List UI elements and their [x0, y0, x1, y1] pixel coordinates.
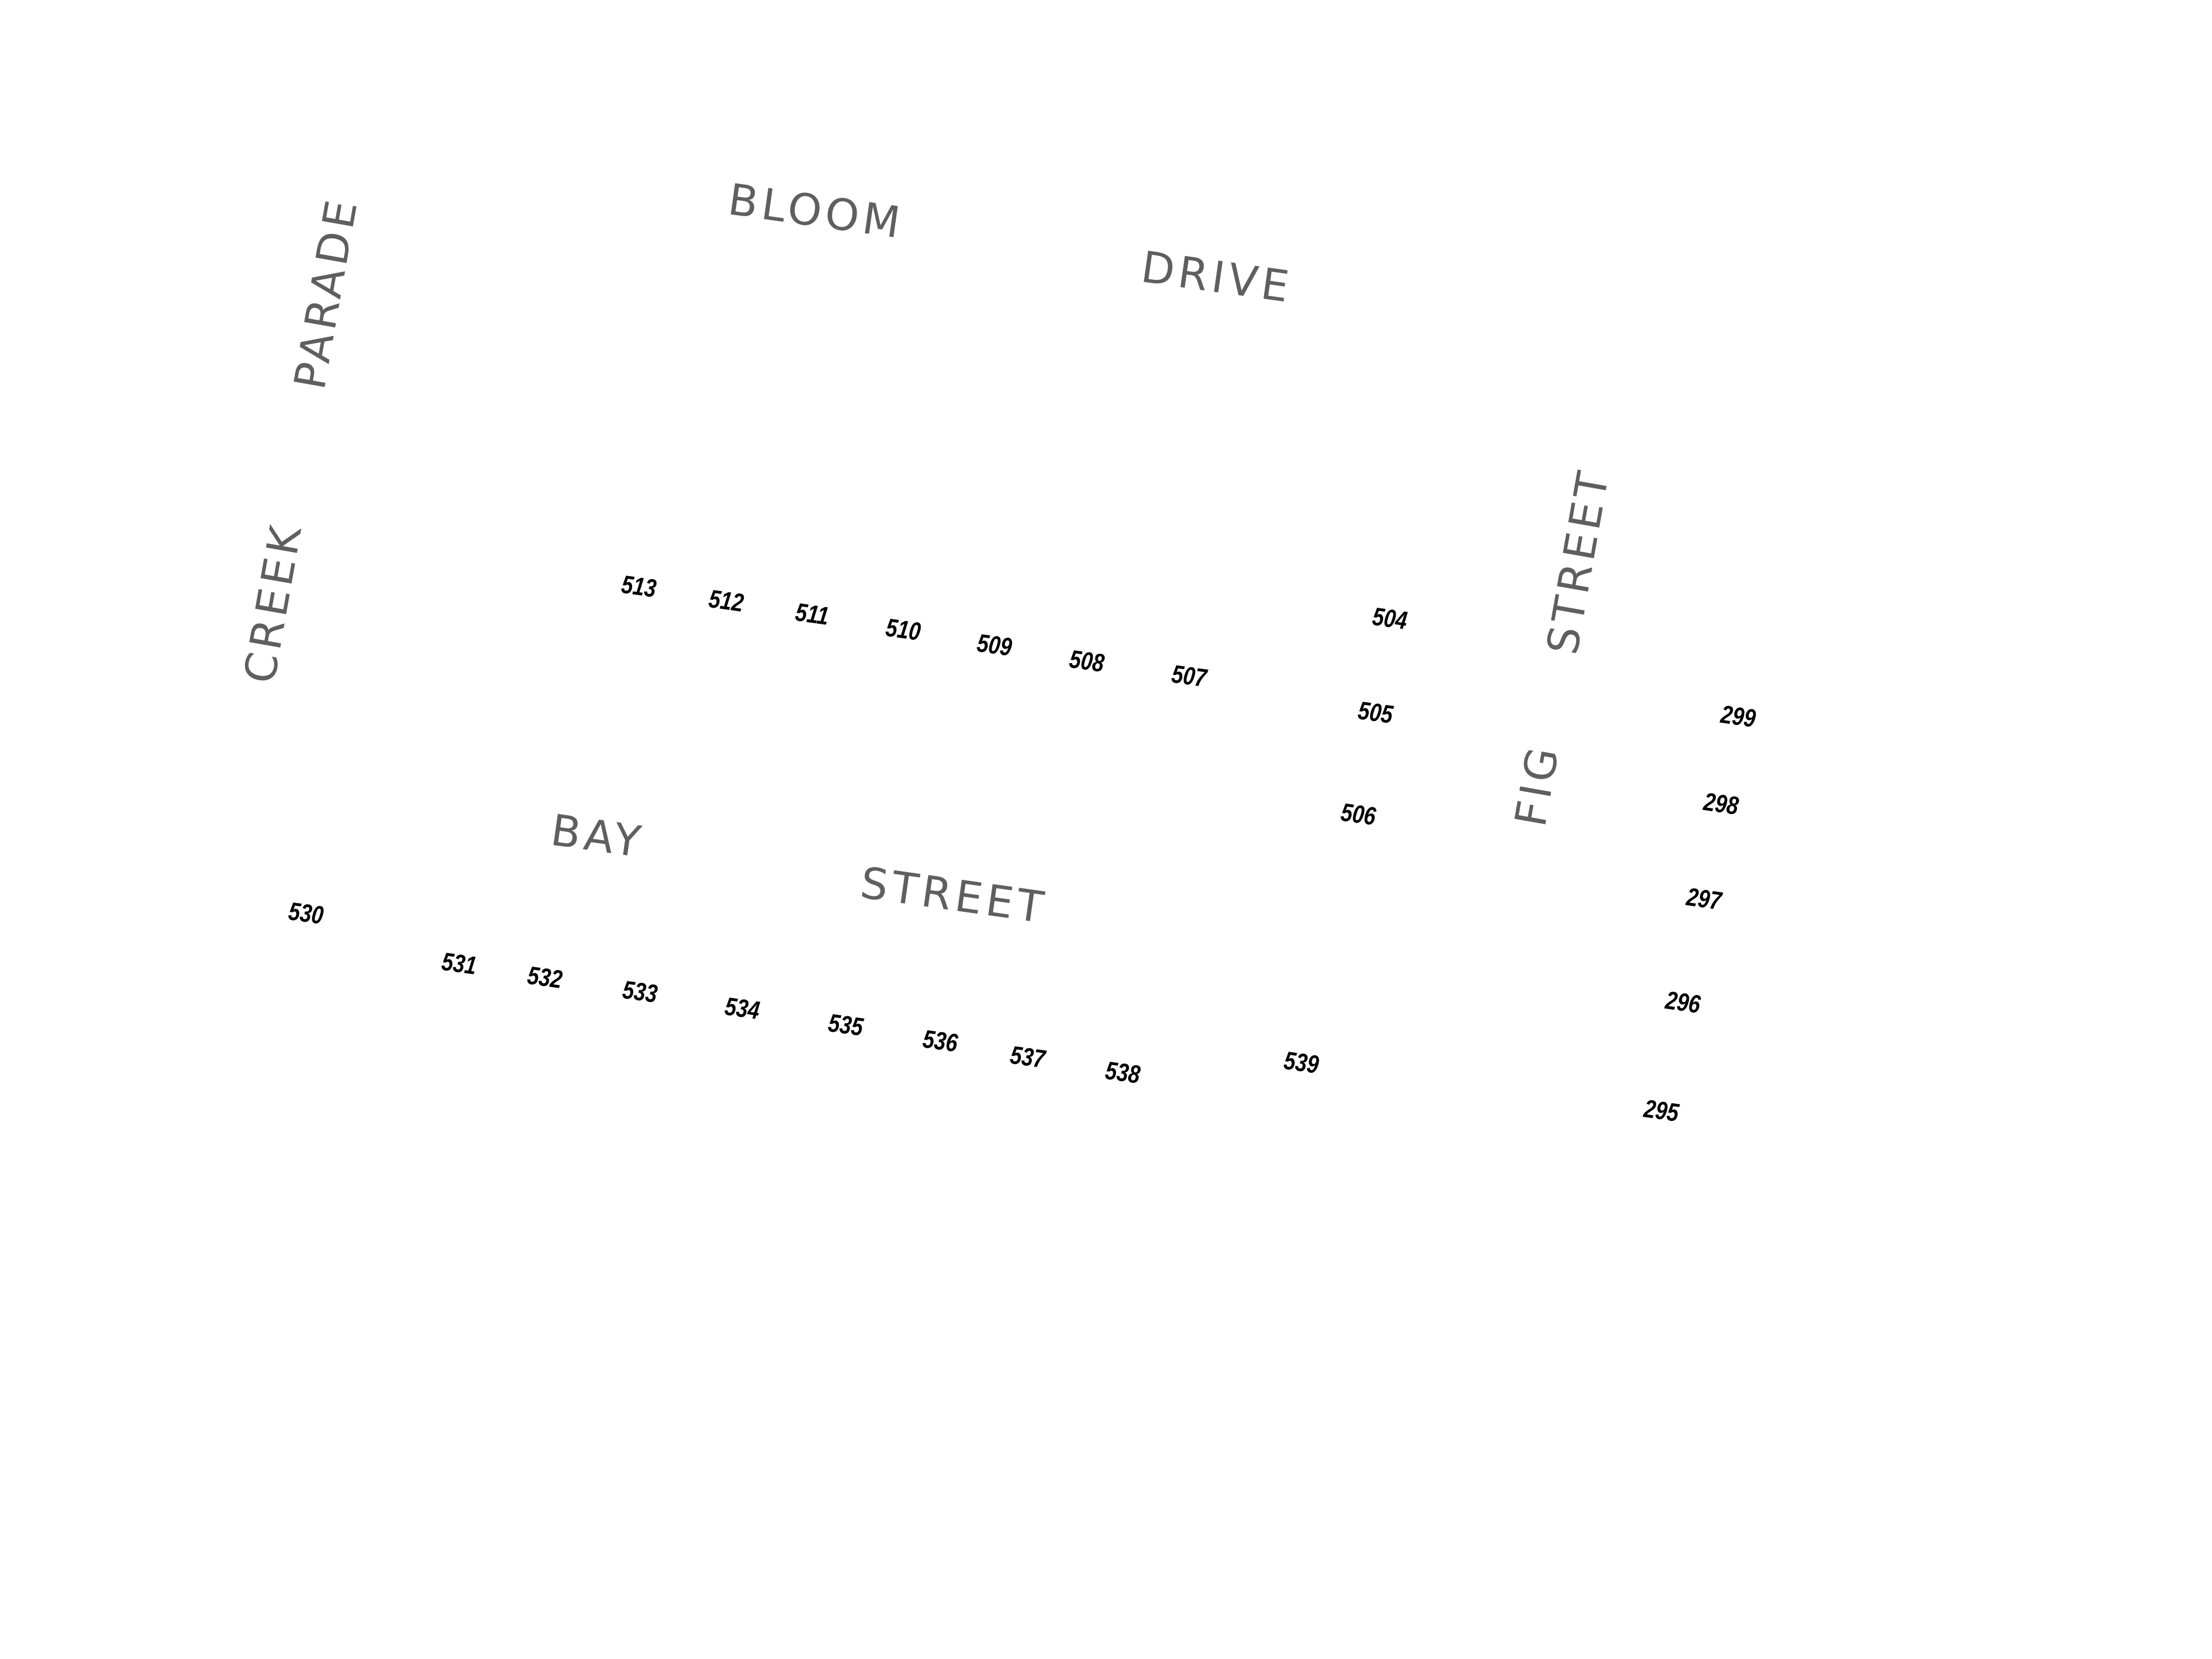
lot-number: 512: [707, 583, 745, 618]
lot-number: 510: [884, 612, 922, 646]
lot-number: 511: [793, 597, 831, 630]
street-label-bay-street: STREET: [857, 858, 1051, 934]
lot-number: 535: [826, 1008, 865, 1042]
lot-number: 534: [723, 991, 761, 1025]
lot-number: 538: [1103, 1055, 1142, 1089]
lot-number: 509: [975, 628, 1014, 662]
lot-number: 505: [1356, 695, 1395, 729]
street-label-parade: PARADE: [285, 193, 368, 393]
street-label-drive: DRIVE: [1138, 242, 1296, 313]
lot-number: 295: [1642, 1093, 1681, 1128]
street-label-bay: BAY: [547, 805, 648, 868]
lot-number: 537: [1008, 1040, 1047, 1074]
lot-number: 507: [1170, 659, 1208, 693]
lot-number: 508: [1067, 644, 1106, 678]
lot-number: 531: [440, 946, 478, 980]
lot-number: 297: [1684, 881, 1723, 916]
street-label-fig: FIG: [1505, 740, 1569, 831]
street-label-creek: CREEK: [234, 518, 312, 687]
lot-number: 298: [1702, 786, 1740, 821]
lot-number: 532: [525, 960, 564, 994]
street-label-bloom: BLOOM: [724, 175, 907, 249]
lot-number: 299: [1719, 699, 1757, 733]
lot-number: 506: [1339, 797, 1378, 831]
lot-number: 536: [921, 1024, 959, 1058]
lot-number: 504: [1370, 601, 1409, 635]
lot-number: 296: [1663, 985, 1702, 1019]
street-label-fig-street: STREET: [1537, 464, 1620, 659]
lot-number: 513: [619, 569, 658, 603]
lot-number: 530: [286, 896, 325, 930]
lot-number: 533: [620, 974, 659, 1009]
lot-number: 539: [1282, 1045, 1321, 1079]
